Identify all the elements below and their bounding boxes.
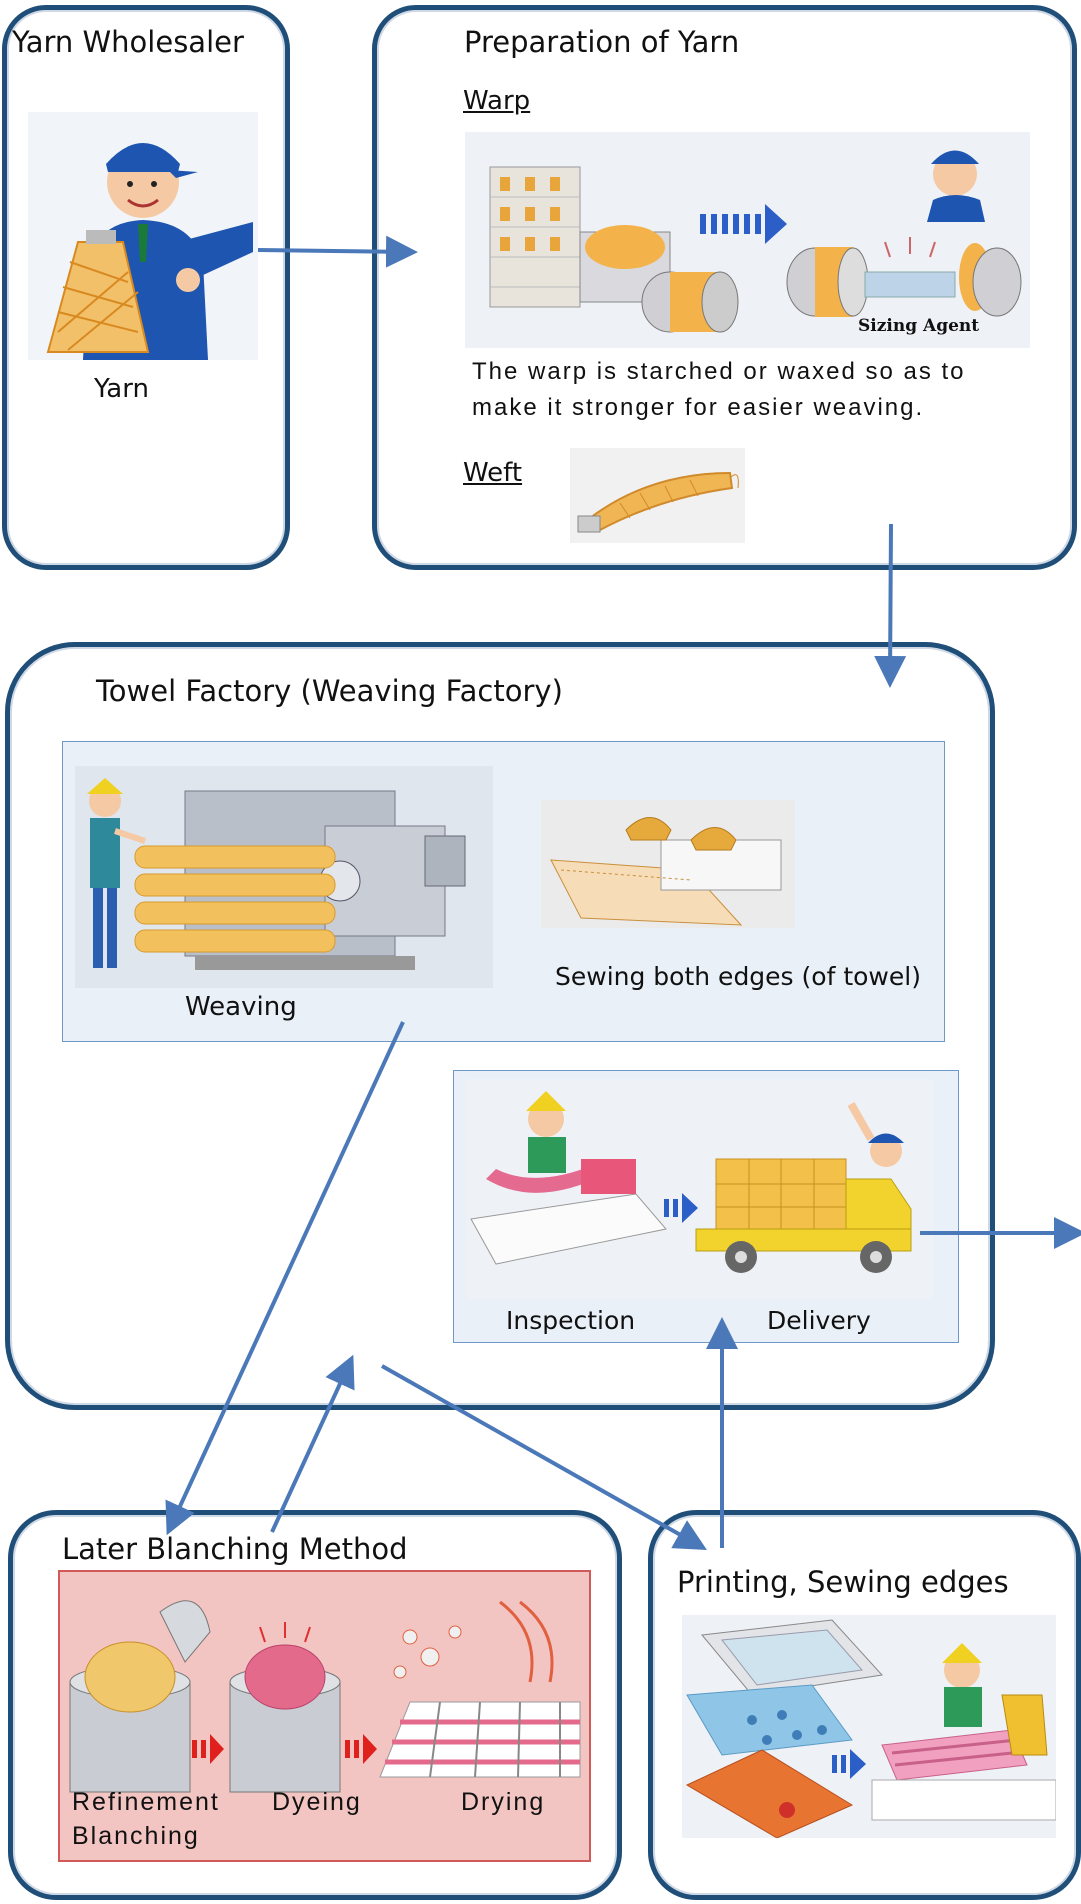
refinement-caption: Refinement bbox=[72, 1788, 220, 1816]
yarn-wholesaler-title: Yarn Wholesaler bbox=[12, 25, 244, 59]
drying-caption: Drying bbox=[461, 1788, 546, 1816]
preparation-title: Preparation of Yarn bbox=[464, 25, 740, 59]
blanching-steps-panel bbox=[58, 1570, 591, 1862]
towel-factory-title: Towel Factory (Weaving Factory) bbox=[96, 674, 563, 708]
printing-title: Printing, Sewing edges bbox=[677, 1565, 1009, 1599]
delivery-caption: Delivery bbox=[767, 1306, 871, 1335]
weft-bobbin-illustration bbox=[570, 448, 745, 543]
inspection-delivery-illustration bbox=[466, 1079, 933, 1299]
sewing-edges-illustration bbox=[541, 800, 795, 928]
weaving-caption: Weaving bbox=[185, 992, 297, 1022]
weft-label: Weft bbox=[463, 458, 523, 488]
printing-sewing-illustration bbox=[682, 1615, 1056, 1838]
warp-description: The warp is starched or waxed so as to m… bbox=[472, 358, 966, 421]
inspection-caption: Inspection bbox=[506, 1306, 636, 1335]
warp-sizing-illustration bbox=[465, 132, 1030, 348]
sizing-agent-label: Sizing Agent bbox=[858, 316, 980, 336]
sewing-edges-caption: Sewing both edges (of towel) bbox=[555, 962, 921, 991]
worker-with-yarn-icon bbox=[28, 112, 258, 360]
blanching-caption: Blanching bbox=[72, 1822, 200, 1850]
warp-label: Warp bbox=[463, 86, 531, 116]
dyeing-caption: Dyeing bbox=[272, 1788, 362, 1816]
weaving-loom-illustration bbox=[75, 766, 493, 988]
yarn-caption: Yarn bbox=[94, 374, 149, 404]
blanching-title: Later Blanching Method bbox=[62, 1532, 408, 1566]
